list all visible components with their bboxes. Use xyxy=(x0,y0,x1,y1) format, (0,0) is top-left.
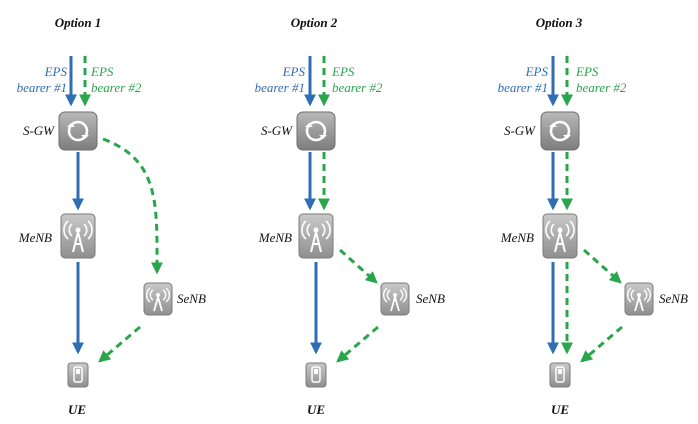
menb-antenna-tower-icon xyxy=(298,213,334,259)
menb-label: MeNB xyxy=(258,230,292,245)
senb-small-antenna-icon xyxy=(624,282,654,316)
bearer2-label-line1: EPS xyxy=(90,64,114,79)
option-title: Option 3 xyxy=(536,15,583,30)
bearer2-label-line2: bearer #2 xyxy=(576,80,627,95)
sgw-router-icon xyxy=(539,110,581,152)
ue-phone-icon xyxy=(549,362,571,388)
sgw-to-senb-arrow xyxy=(102,137,164,275)
menb-label: MeNB xyxy=(18,230,52,245)
bearer2-label-line2: bearer #2 xyxy=(332,80,383,95)
sgw-label: S-GW xyxy=(261,123,293,138)
option-title: Option 2 xyxy=(291,15,338,30)
ue-label: UE xyxy=(551,402,569,417)
menb-antenna-tower-icon xyxy=(60,213,96,259)
sgw-label: S-GW xyxy=(504,123,536,138)
sgw-label: S-GW xyxy=(23,123,55,138)
bearer1-label-line1: EPS xyxy=(525,64,549,79)
bearer1-label-line1: EPS xyxy=(282,64,306,79)
senb-label: SeNB xyxy=(659,291,688,306)
menb-label: MeNB xyxy=(500,230,534,245)
sgw-router-icon xyxy=(57,110,99,152)
ue-phone-icon xyxy=(305,362,327,388)
bearer1-label-line1: EPS xyxy=(44,64,68,79)
menb-antenna-tower-icon xyxy=(542,213,578,259)
senb-small-antenna-icon xyxy=(380,282,410,316)
option-2-panel: Option 2 EPS bearer #1 EPS bearer #2 S-G… xyxy=(255,15,445,417)
ue-label: UE xyxy=(68,402,86,417)
bearer2-label-line1: EPS xyxy=(331,64,355,79)
senb-to-ue-arrow xyxy=(580,325,623,363)
senb-to-ue-arrow xyxy=(336,325,379,363)
option-title: Option 1 xyxy=(55,15,102,30)
senb-label: SeNB xyxy=(177,291,206,306)
senb-label: SeNB xyxy=(416,291,445,306)
bearer2-label-line1: EPS xyxy=(575,64,599,79)
senb-small-antenna-icon xyxy=(143,282,173,316)
option-1-panel: Option 1 EPS bearer #1 EPS bearer #2 S-G… xyxy=(17,15,206,417)
menb-to-senb-arrow xyxy=(583,248,622,284)
sgw-router-icon xyxy=(295,110,337,152)
senb-to-ue-arrow xyxy=(98,325,141,363)
bearer1-label-line2: bearer #1 xyxy=(17,80,67,95)
menb-to-senb-arrow xyxy=(339,248,378,284)
ue-phone-icon xyxy=(67,362,89,388)
bearer1-label-line2: bearer #1 xyxy=(498,80,548,95)
bearer1-label-line2: bearer #1 xyxy=(255,80,305,95)
bearer2-label-line2: bearer #2 xyxy=(91,80,142,95)
ue-label: UE xyxy=(307,402,325,417)
option-3-panel: Option 3 EPS bearer #1 EPS bearer #2 S-G… xyxy=(498,15,688,417)
